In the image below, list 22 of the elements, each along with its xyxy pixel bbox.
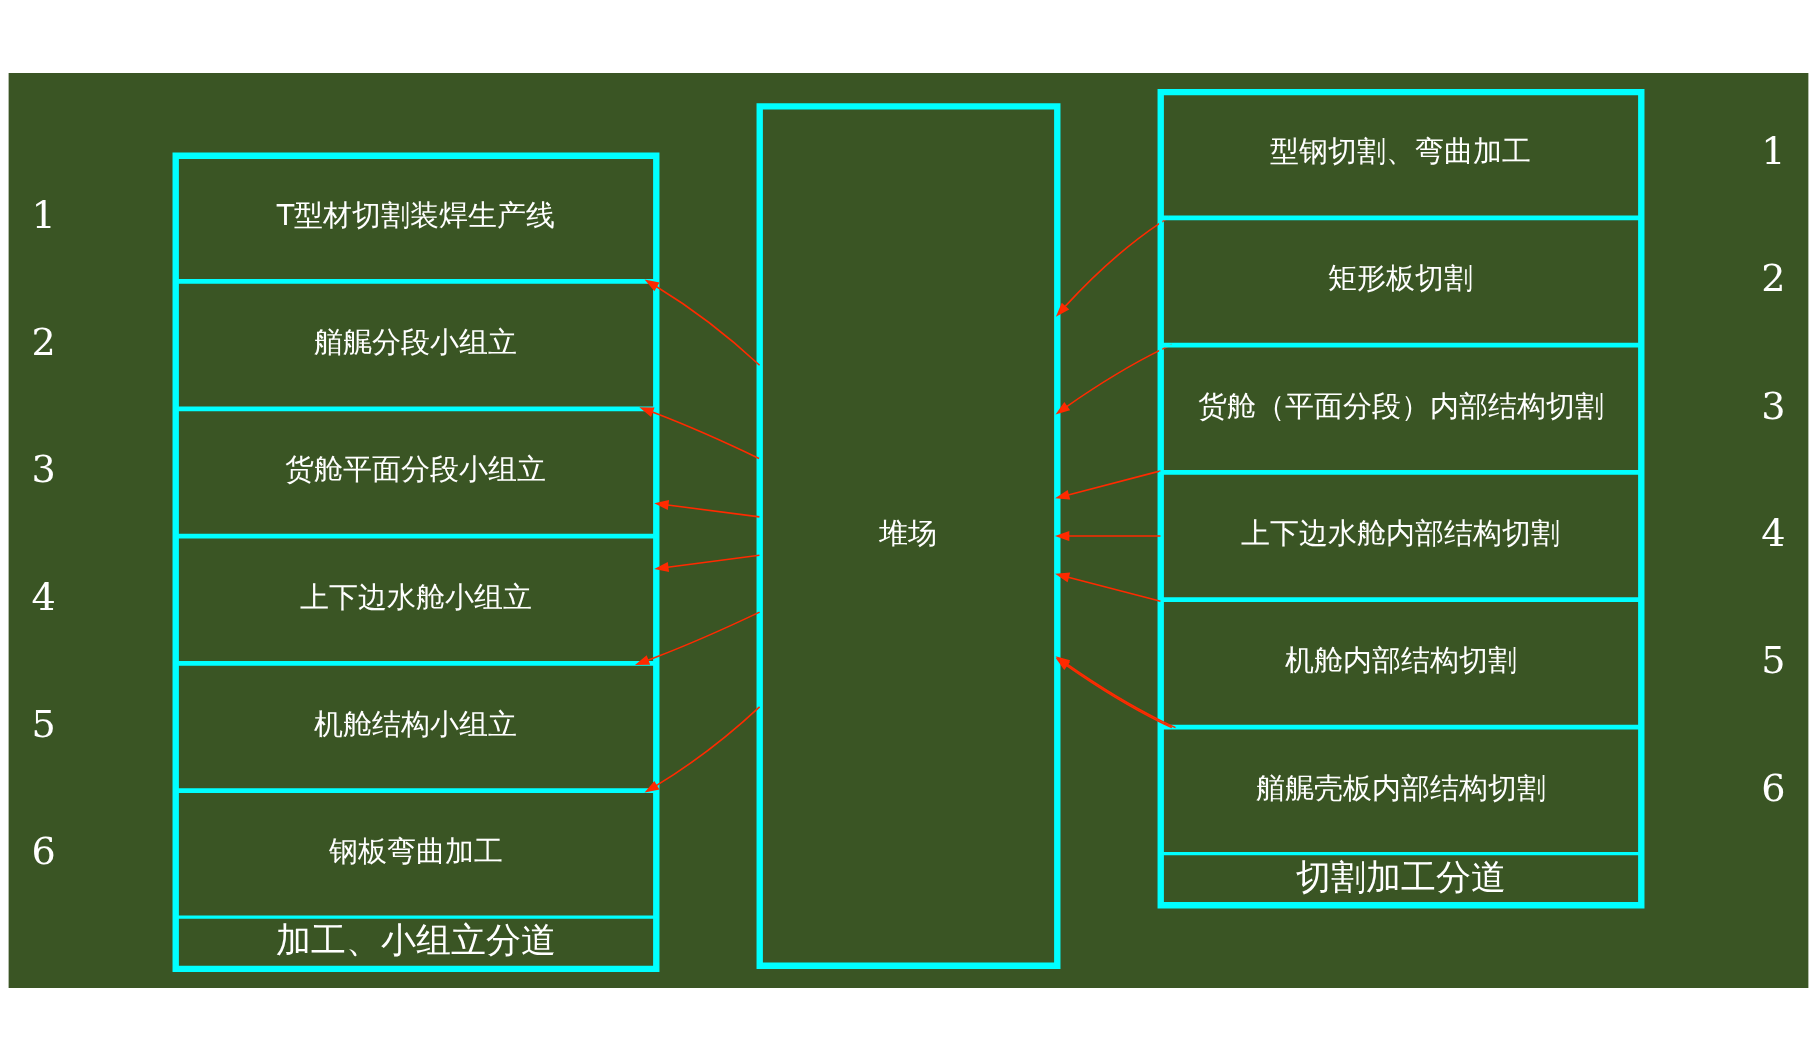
label: 3 <box>31 447 56 492</box>
label: 5 <box>31 701 56 746</box>
label: 4 <box>31 574 56 619</box>
arrow <box>1055 531 1162 542</box>
arrow <box>644 706 761 793</box>
arrow <box>639 407 760 460</box>
label: 1 <box>31 192 56 237</box>
label: 5 <box>1761 638 1786 683</box>
arrow <box>644 279 761 367</box>
label: 6 <box>1761 765 1786 810</box>
label: 2 <box>31 319 56 364</box>
arrow <box>1055 470 1162 500</box>
label: 2 <box>1761 256 1786 301</box>
node-box: 堆场 <box>756 103 1061 969</box>
label: 6 <box>31 829 56 874</box>
label: 3 <box>1761 383 1786 428</box>
arrow <box>634 611 761 665</box>
label: 1 <box>1761 129 1786 174</box>
arrow <box>1055 572 1162 602</box>
arrow <box>654 500 761 518</box>
arrow <box>654 554 761 573</box>
label: 4 <box>1761 510 1786 555</box>
